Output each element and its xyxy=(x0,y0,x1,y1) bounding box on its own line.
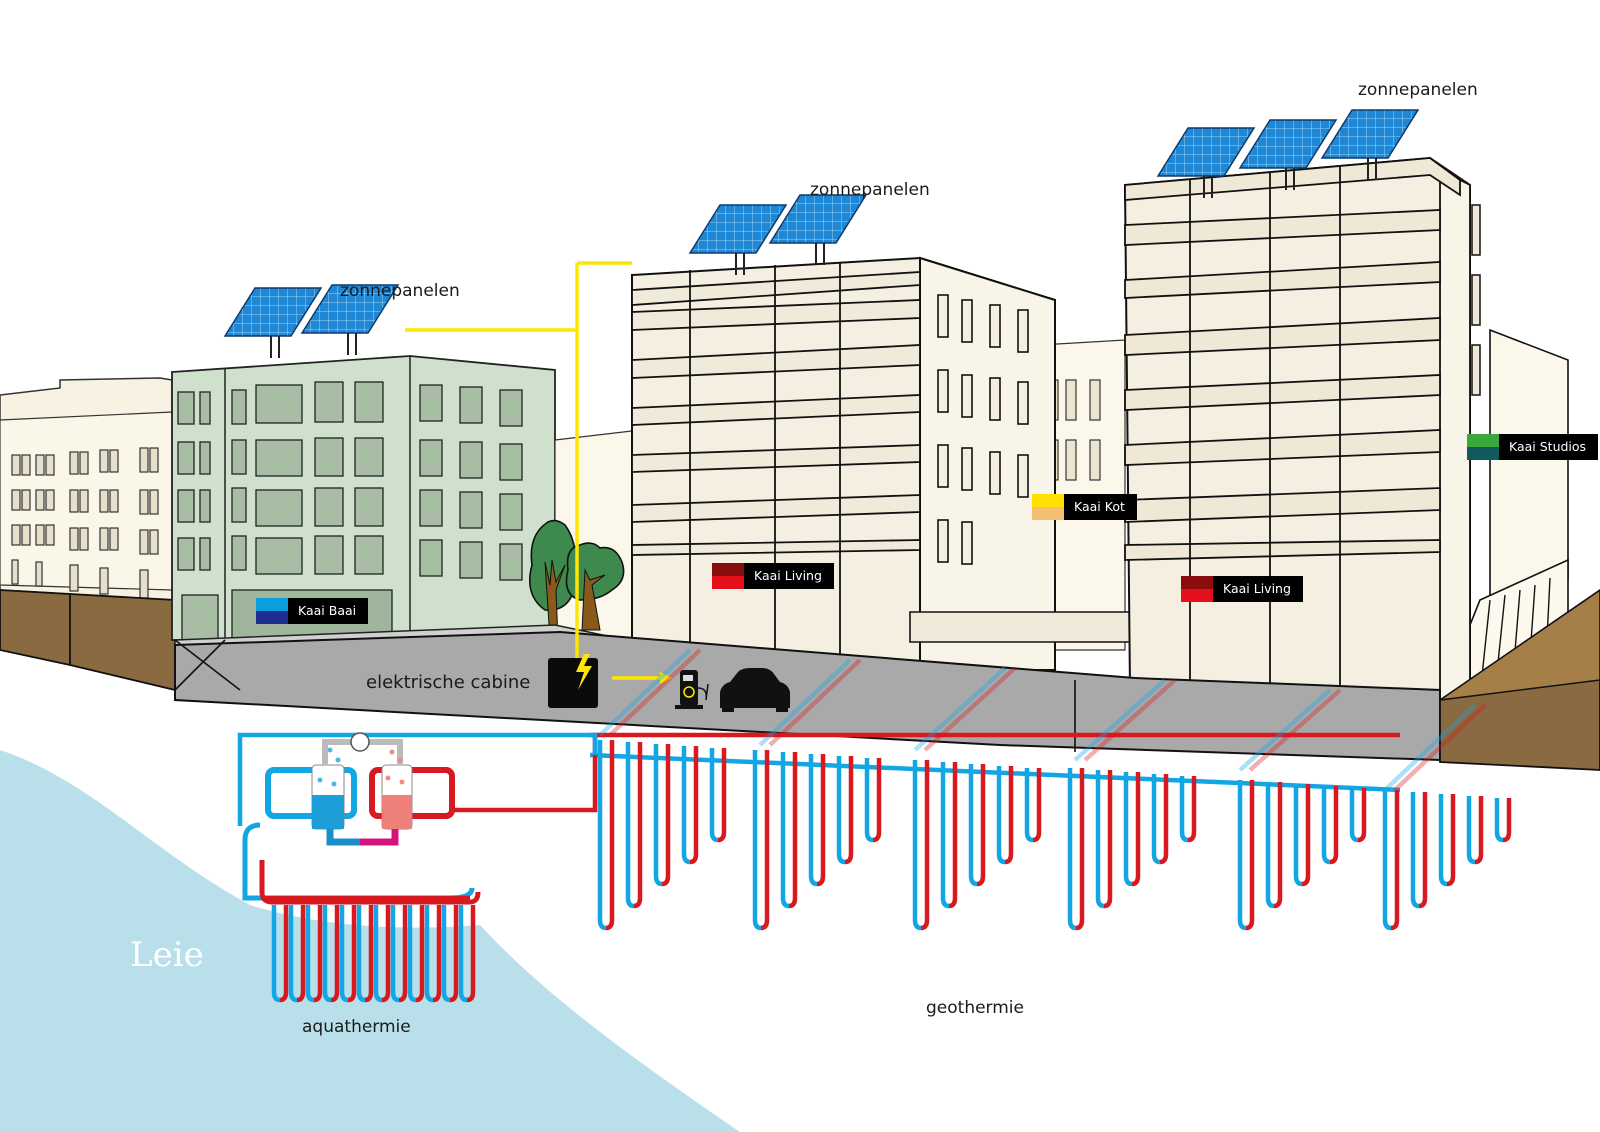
label-aquathermal: aquathermie xyxy=(302,1017,411,1037)
car-icon xyxy=(720,668,790,712)
tag-swatch xyxy=(1181,576,1213,602)
building-kaai-living-right xyxy=(1123,156,1569,702)
tag-swatch xyxy=(1467,434,1499,460)
power-line xyxy=(405,261,662,680)
tree-icon xyxy=(529,519,578,641)
tag-label: Kaai Studios xyxy=(1499,434,1599,460)
aquathermal-loops xyxy=(262,895,476,1003)
label-river-leie: Leie xyxy=(130,935,204,975)
building-kaai-living-middle xyxy=(631,256,1131,671)
building-tag-kaai-living-2: Kaai Living xyxy=(1181,576,1303,602)
tag-label: Kaai Baai xyxy=(288,598,369,624)
geothermal-loops xyxy=(597,740,1512,931)
solar-panel-icon xyxy=(224,287,322,359)
geothermal-pipes xyxy=(237,648,1487,826)
building-tag-kaai-kot: Kaai Kot xyxy=(1032,494,1137,520)
building-tag-kaai-baai: Kaai Baai xyxy=(256,598,369,624)
tag-swatch xyxy=(256,598,288,624)
arrow-icon xyxy=(660,672,672,684)
label-solar-panels-right: zonnepanelen xyxy=(1358,80,1478,100)
heat-pump-icon xyxy=(242,732,481,905)
tag-swatch xyxy=(1032,494,1064,520)
ev-charger-icon xyxy=(675,670,709,709)
building-tag-kaai-living: Kaai Living xyxy=(712,563,834,589)
tag-label: Kaai Kot xyxy=(1064,494,1137,520)
soil-left xyxy=(0,589,176,692)
tag-label: Kaai Living xyxy=(744,563,834,589)
building-tag-kaai-studios: Kaai Studios xyxy=(1467,434,1599,460)
tag-swatch xyxy=(712,563,744,589)
lightning-icon xyxy=(576,654,592,690)
label-geothermal: geothermie xyxy=(926,998,1024,1018)
label-solar-panels-left: zonnepanelen xyxy=(340,281,460,301)
label-solar-panels-middle: zonnepanelen xyxy=(810,180,930,200)
label-electrical-cabin: elektrische cabine xyxy=(366,672,531,693)
tag-label: Kaai Living xyxy=(1213,576,1303,602)
electrical-cabin xyxy=(548,658,598,708)
background-buildings-left xyxy=(0,377,173,601)
